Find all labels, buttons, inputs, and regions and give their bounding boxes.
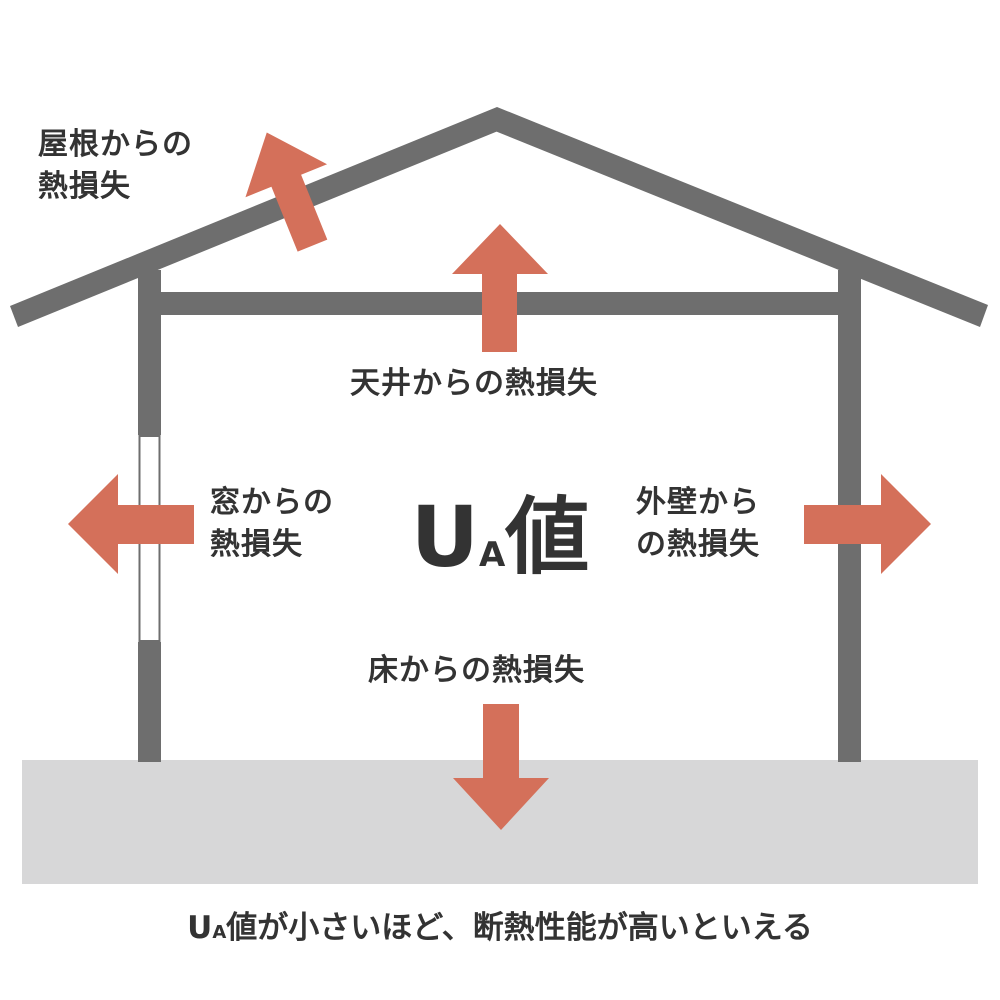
- roof-label-line2: 熱損失: [38, 169, 131, 204]
- wall-heat-loss-label: 外壁から の熱損失: [636, 482, 760, 566]
- caption-a: A: [212, 922, 227, 943]
- left-wall-lower: [138, 642, 161, 762]
- window-label-line1: 窓からの: [210, 485, 334, 520]
- window-label-line2: 熱損失: [210, 527, 303, 562]
- wall-heat-loss-arrow: [804, 474, 931, 574]
- roof-right-slope: [495, 107, 988, 327]
- ceiling-heat-loss-label: 天井からの熱損失: [350, 366, 598, 401]
- ua-value: 値: [505, 488, 590, 586]
- caption-u: U: [187, 910, 213, 946]
- roof-left-slope: [10, 107, 503, 327]
- floor-heat-loss-label: 床からの熱損失: [368, 653, 585, 688]
- caption: UA値が小さいほど、断熱性能が高いといえる: [0, 902, 1000, 947]
- ua-u: U: [410, 488, 479, 586]
- caption-text: 値が小さいほど、断熱性能が高いといえる: [226, 910, 813, 946]
- window-heat-loss-arrow: [68, 474, 194, 574]
- roof-label-line1: 屋根からの: [38, 127, 193, 162]
- ceiling-heat-loss-arrow: [452, 224, 548, 352]
- wall-label-line1: 外壁から: [636, 485, 760, 520]
- roof-heat-loss-label: 屋根からの 熱損失: [38, 124, 193, 208]
- roof-heat-loss-arrow: [245, 132, 328, 252]
- ua-a: A: [478, 535, 506, 575]
- ua-value-title: UA値: [400, 470, 600, 591]
- wall-label-line2: の熱損失: [636, 527, 760, 562]
- floor-heat-loss-arrow: [453, 704, 549, 830]
- window-heat-loss-label: 窓からの 熱損失: [210, 482, 334, 566]
